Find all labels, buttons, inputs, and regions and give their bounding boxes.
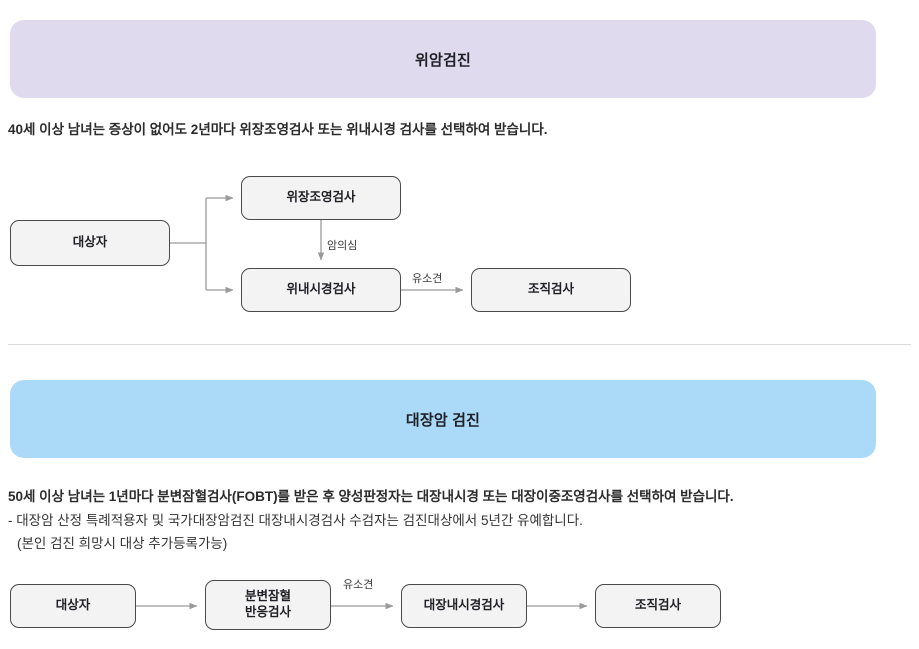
section-title-stomach: 위암검진	[414, 51, 471, 69]
flow-node-label-line1: 분변잠혈	[244, 589, 291, 604]
section-divider	[8, 344, 911, 345]
flow-node-label: 조직검사	[634, 598, 681, 613]
section-banner-stomach: 위암검진	[10, 20, 876, 98]
section-banner-colon: 대장암 검진	[10, 380, 876, 458]
flow-node-colonoscopy: 대장내시경검사	[401, 584, 527, 628]
flow-node-target-stomach: 대상자	[10, 220, 170, 266]
flow-node-label: 대장내시경검사	[423, 598, 505, 613]
flow-node-target-colon: 대상자	[10, 584, 136, 628]
flow-node-label: 위장조영검사	[286, 190, 356, 205]
flow-node-label: 대상자	[55, 598, 91, 613]
flow-node-upper-gi-series: 위장조영검사	[241, 176, 401, 220]
section-description-stomach: 40세 이상 남녀는 증상이 없어도 2년마다 위장조영검사 또는 위내시경 검…	[8, 122, 548, 137]
flow-edge-label-positive-finding-colon: 유소견	[343, 579, 374, 591]
section-description-colon-line3: (본인 검진 희망시 대상 추가등록가능)	[17, 536, 228, 551]
flow-node-label: 위내시경검사	[286, 282, 356, 297]
flow-edge-label-cancer-suspected: 암의심	[327, 240, 358, 252]
flow-node-biopsy-colon: 조직검사	[595, 584, 721, 628]
flowchart-colon: 대상자 분변잠혈 반응검사 대장내시경검사 조직검사	[0, 570, 919, 645]
flow-node-fobt: 분변잠혈 반응검사	[205, 580, 331, 630]
flow-node-gastroscopy: 위내시경검사	[241, 268, 401, 312]
flow-node-label: 조직검사	[527, 282, 574, 297]
flowchart-stomach: 대상자 위장조영검사 위내시경검사 조직검사	[0, 160, 919, 330]
flow-node-biopsy-stomach: 조직검사	[471, 268, 631, 312]
section-title-colon: 대장암 검진	[405, 411, 481, 429]
flow-node-label-line2: 반응검사	[244, 605, 291, 619]
flow-node-label: 대상자	[72, 235, 108, 250]
flow-edge-label-positive-finding-stomach: 유소견	[412, 273, 443, 285]
section-description-colon-line1: 50세 이상 남녀는 1년마다 분변잠혈검사(FOBT)를 받은 후 양성판정자…	[8, 489, 734, 504]
section-description-colon-line2: - 대장암 산정 특례적용자 및 국가대장암검진 대장내시경검사 수검자는 검진…	[8, 513, 583, 528]
